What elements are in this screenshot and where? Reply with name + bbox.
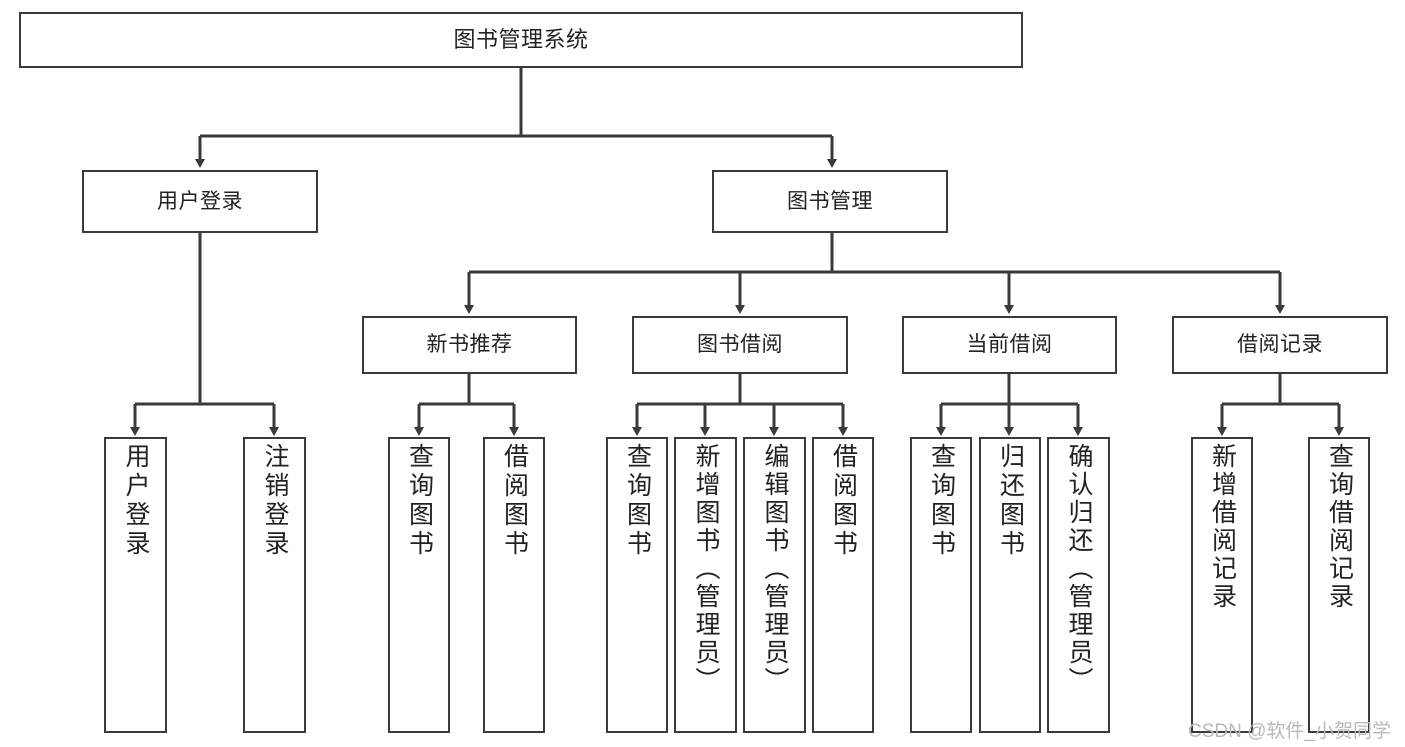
- node-label: 查询图书: [405, 443, 434, 559]
- node-label: 借阅图书: [829, 443, 858, 559]
- node-label: 查询图书: [927, 443, 956, 559]
- node-label: 借阅记录: [1237, 333, 1323, 357]
- node-root-system[interactable]: 图书管理系统: [19, 12, 1023, 68]
- leaf-confirm-return[interactable]: 确认归还（管理员）: [1047, 437, 1110, 733]
- leaf-add-record[interactable]: 新增借阅记录: [1191, 437, 1253, 733]
- leaf-borrow-book-2[interactable]: 借阅图书: [812, 437, 874, 733]
- leaf-query-book-1[interactable]: 查询图书: [388, 437, 450, 733]
- leaf-logout[interactable]: 注销登录: [243, 437, 306, 733]
- node-book-borrow[interactable]: 图书借阅: [632, 316, 848, 374]
- node-current-borrow[interactable]: 当前借阅: [902, 316, 1117, 374]
- node-borrow-record[interactable]: 借阅记录: [1172, 316, 1388, 374]
- leaf-edit-book[interactable]: 编辑图书（管理员）: [743, 437, 806, 733]
- node-label: 归还图书: [996, 443, 1025, 559]
- leaf-return-book[interactable]: 归还图书: [979, 437, 1041, 733]
- leaf-query-book-3[interactable]: 查询图书: [910, 437, 972, 733]
- node-book-manage[interactable]: 图书管理: [712, 170, 948, 233]
- node-label: 图书管理系统: [453, 26, 589, 52]
- leaf-user-login[interactable]: 用户登录: [104, 437, 167, 733]
- node-label: 新书推荐: [426, 333, 513, 357]
- node-user-login[interactable]: 用户登录: [82, 170, 318, 233]
- leaf-query-record[interactable]: 查询借阅记录: [1308, 437, 1370, 733]
- node-label: 图书管理: [787, 189, 873, 213]
- node-label: 查询借阅记录: [1325, 443, 1354, 611]
- node-label: 查询图书: [623, 443, 652, 559]
- node-label: 图书借阅: [697, 333, 783, 357]
- watermark-text: CSDN @软件_小贺同学: [1188, 721, 1391, 742]
- node-label: 用户登录: [122, 443, 150, 559]
- node-label: 用户登录: [157, 189, 243, 213]
- leaf-borrow-book-1[interactable]: 借阅图书: [483, 437, 545, 733]
- node-label: 注销登录: [261, 443, 289, 559]
- node-label: 借阅图书: [500, 443, 529, 559]
- leaf-query-book-2[interactable]: 查询图书: [606, 437, 668, 733]
- node-label: 确认归还（管理员）: [1065, 443, 1093, 695]
- node-new-book-recommend[interactable]: 新书推荐: [362, 316, 577, 374]
- node-label: 编辑图书（管理员）: [761, 443, 789, 695]
- node-label: 新增图书（管理员）: [692, 443, 720, 695]
- node-label: 新增借阅记录: [1208, 443, 1237, 611]
- node-label: 当前借阅: [966, 333, 1053, 357]
- leaf-add-book[interactable]: 新增图书（管理员）: [674, 437, 737, 733]
